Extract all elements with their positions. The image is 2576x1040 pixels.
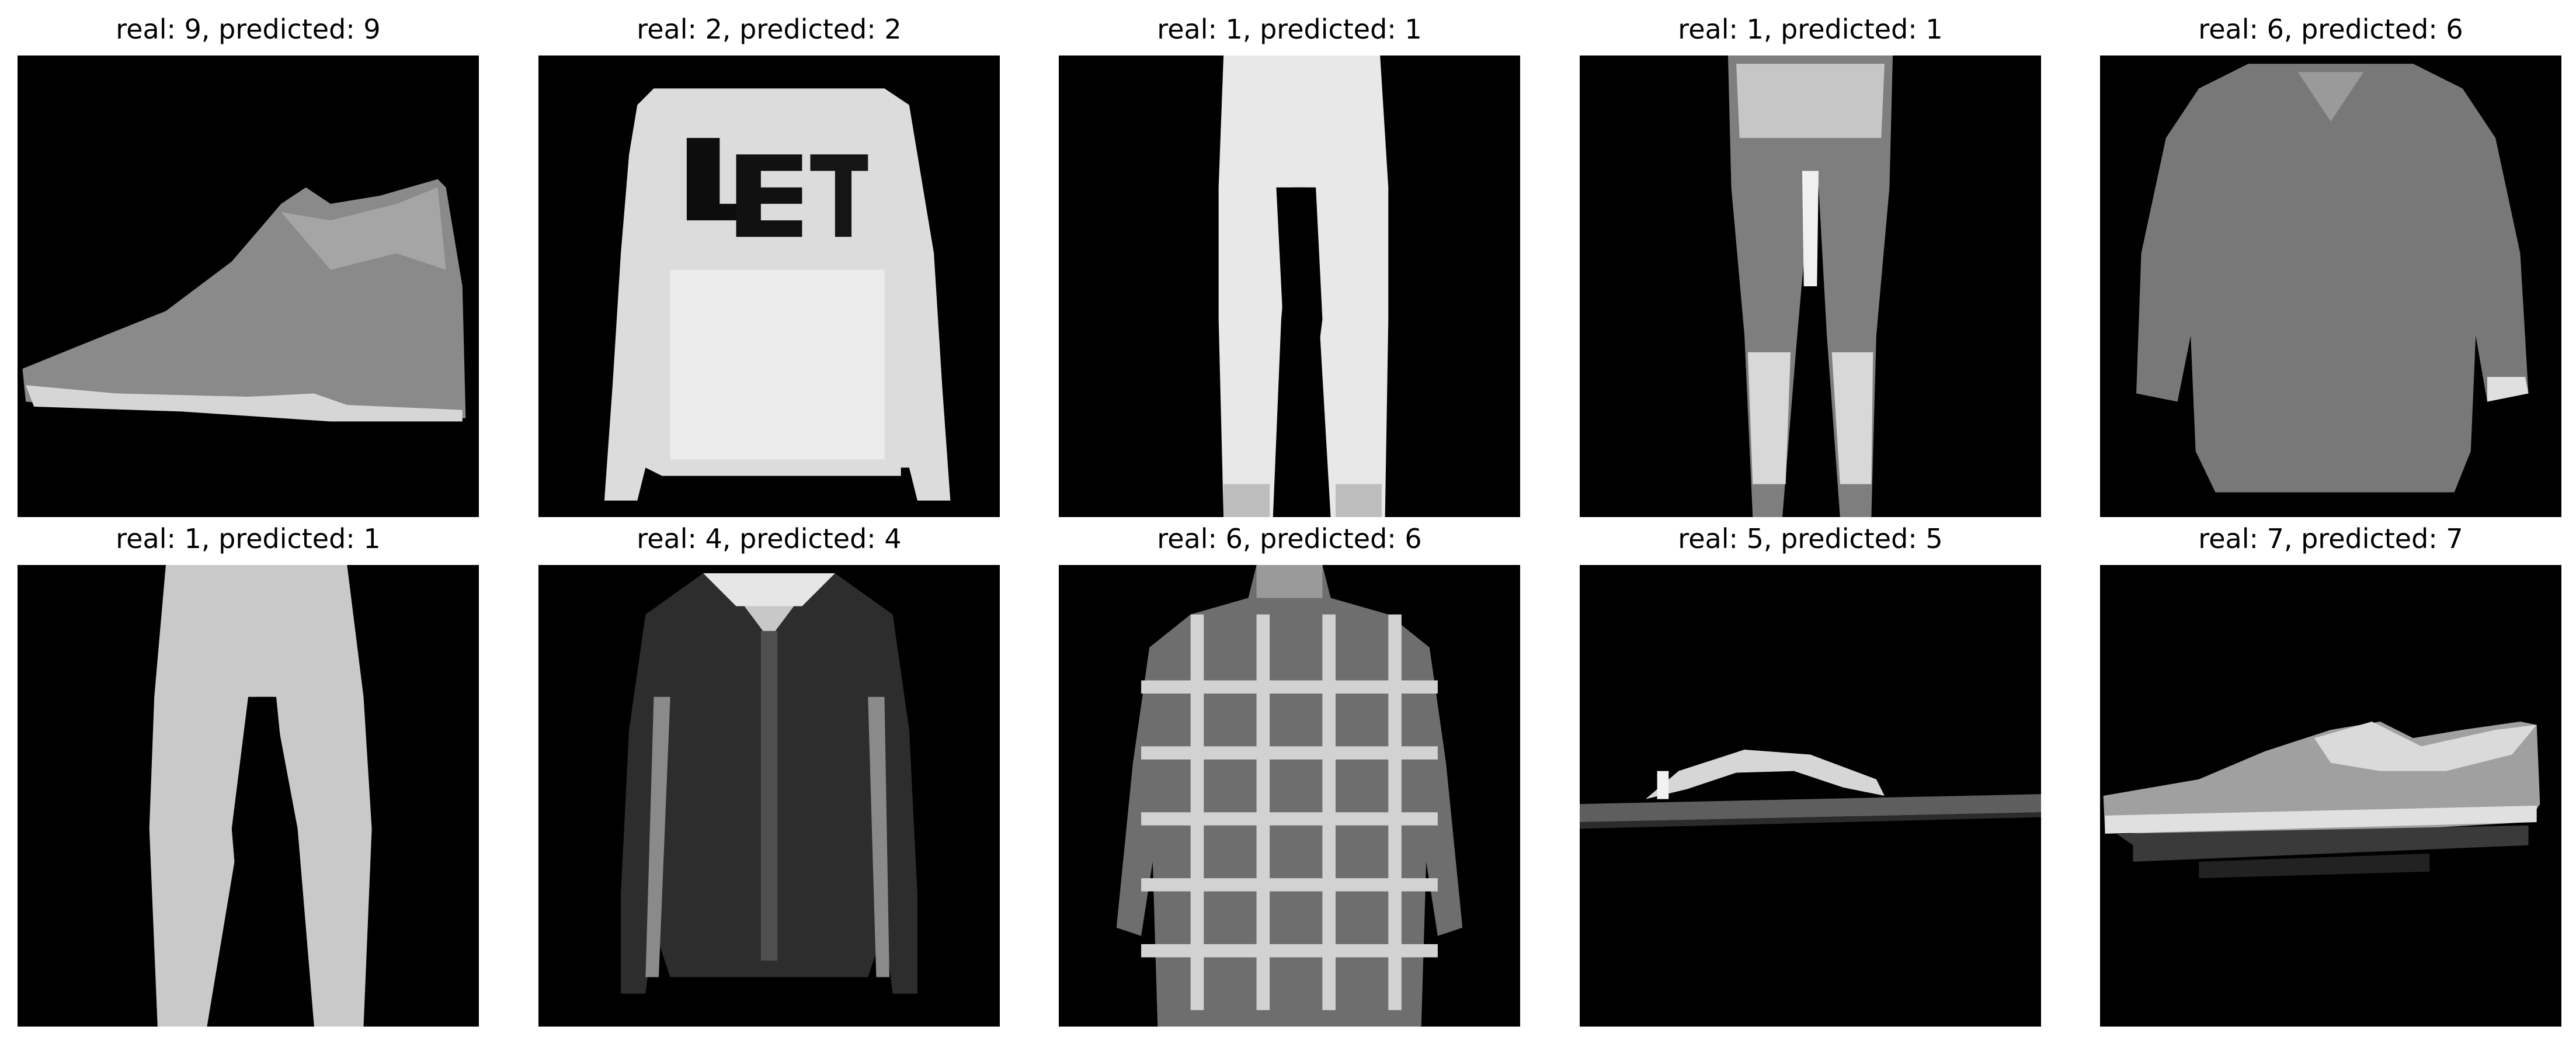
- trousers-icon: [1580, 56, 2041, 517]
- panel-title: real: 1, predicted: 1: [1678, 13, 1943, 45]
- panel-title: real: 6, predicted: 6: [2198, 13, 2463, 45]
- image-panel: [2100, 56, 2561, 517]
- image-panel: [18, 56, 479, 517]
- sweater-icon: [538, 56, 1000, 517]
- image-panel: [2100, 565, 2561, 1027]
- plaid-shirt-icon: [1059, 565, 1520, 1027]
- image-panel: [1580, 56, 2041, 517]
- shirt-icon: [2100, 56, 2561, 517]
- trousers-icon: [18, 565, 479, 1027]
- image-panel: [1059, 56, 1520, 517]
- panel-title: real: 2, predicted: 2: [637, 13, 902, 45]
- image-panel: [18, 565, 479, 1027]
- shoe-icon: [18, 56, 479, 517]
- panel-title: real: 9, predicted: 9: [116, 13, 381, 45]
- image-panel: [538, 565, 1000, 1027]
- panel-title: real: 5, predicted: 5: [1678, 523, 1943, 554]
- panel-title: real: 1, predicted: 1: [1157, 13, 1422, 45]
- image-panel: [1580, 565, 2041, 1027]
- sandal-icon: [1580, 565, 2041, 1027]
- sneaker-icon: [2100, 565, 2561, 1027]
- image-panel: [1059, 565, 1520, 1027]
- panel-title: real: 7, predicted: 7: [2198, 523, 2463, 554]
- coat-icon: [538, 565, 1000, 1027]
- panel-title: real: 1, predicted: 1: [116, 523, 381, 554]
- panel-title: real: 4, predicted: 4: [637, 523, 902, 554]
- panel-title: real: 6, predicted: 6: [1157, 523, 1422, 554]
- image-panel: [538, 56, 1000, 517]
- trousers-icon: [1059, 56, 1520, 517]
